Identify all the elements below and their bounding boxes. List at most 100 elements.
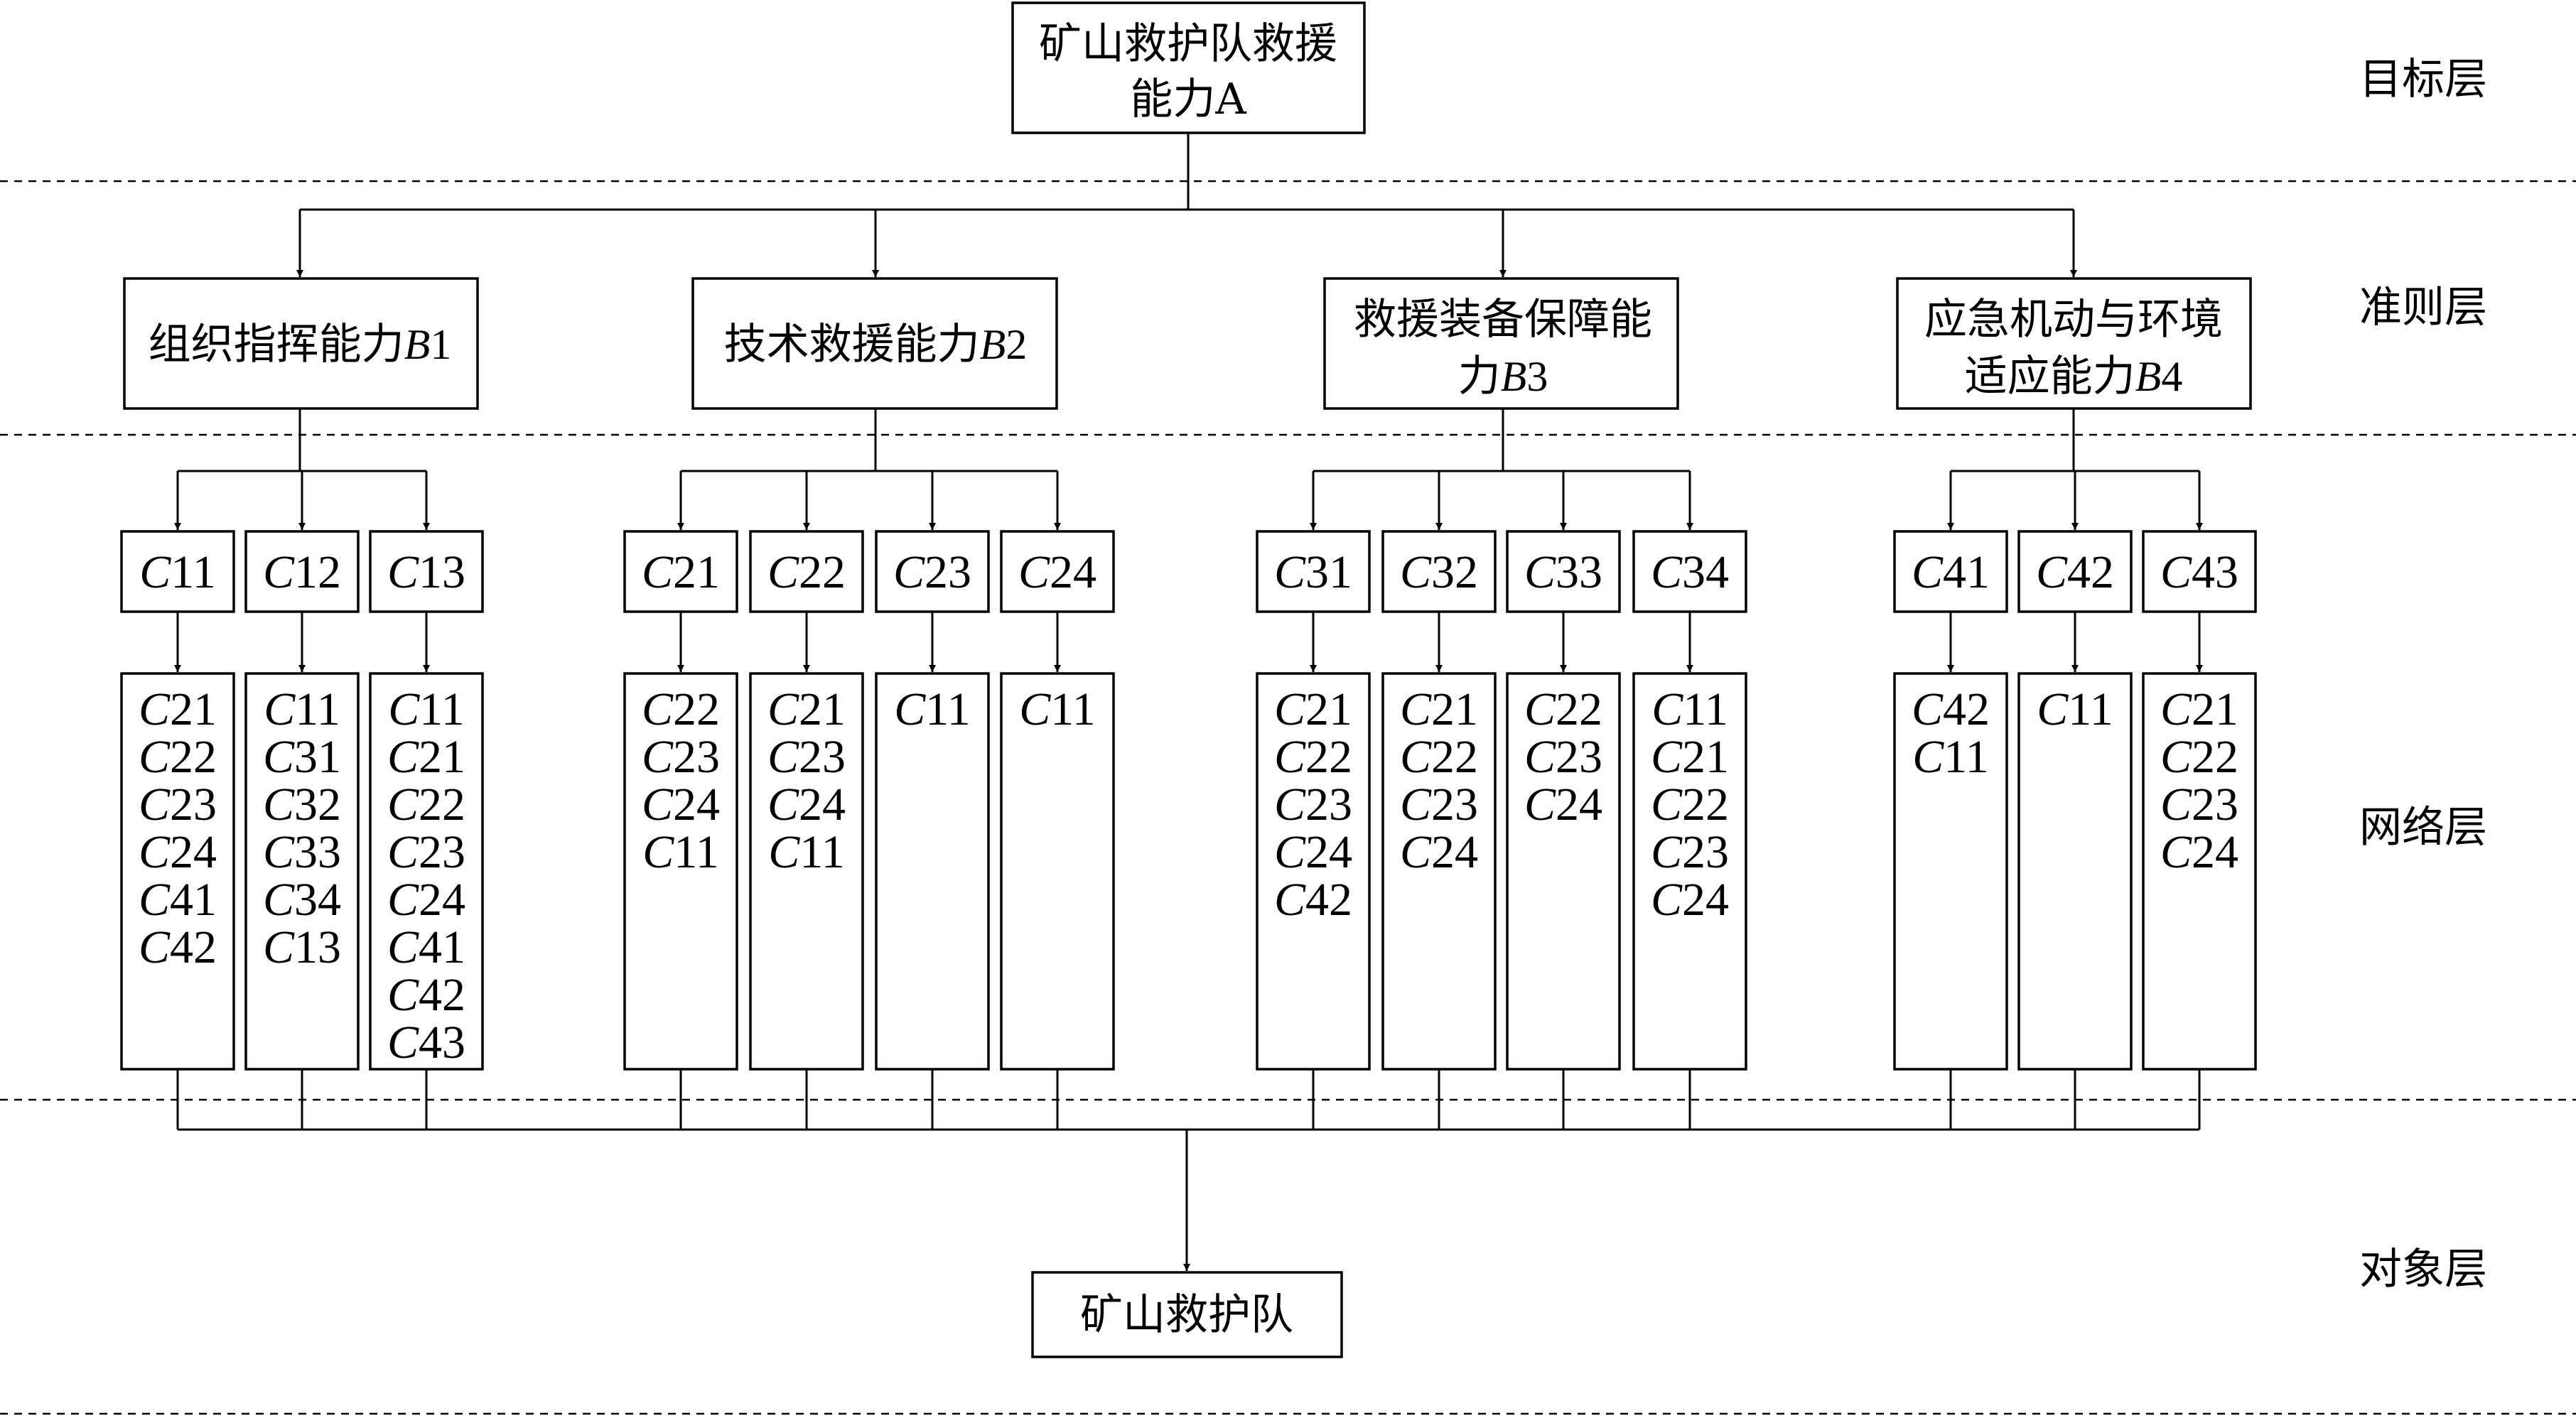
relation-item: C24 [387,874,465,926]
relation-item: C24 [139,826,217,878]
criteria-node-b2: 技术救援能力B2 [691,277,1058,410]
relation-item: C24 [642,779,720,830]
relation-item: C22 [1651,779,1729,830]
relation-number: 21 [2192,683,2238,735]
relation-letter: C [1524,683,1556,735]
indicator-label: C23 [893,546,971,598]
relation-item: C42 [1274,874,1352,926]
relation-item: C11 [1019,683,1096,735]
relation-letter: C [387,826,419,878]
relation-number: 22 [1305,731,1352,783]
relation-letter: C [139,779,171,830]
relation-number: 11 [419,683,465,735]
relation-number: 24 [1305,826,1352,878]
relation-letter: C [139,874,171,926]
relation-number: 42 [1305,874,1352,926]
indicator-number: 32 [1431,546,1478,598]
indicator-label: C32 [1400,546,1478,598]
relation-letter: C [767,731,799,783]
relation-letter: C [1400,826,1432,878]
relations-box [1893,672,2008,1071]
indicator-letter: C [1912,546,1944,598]
relation-letter: C [1651,874,1683,926]
relation-item: C11 [264,683,340,735]
relation-number: 22 [419,779,465,830]
indicator-letter: C [767,546,799,598]
relation-item: C24 [2160,826,2238,878]
relation-item: C23 [139,779,217,830]
relation-item: C11 [894,683,971,735]
indicator-number: 22 [799,546,846,598]
indicator-label: C42 [2036,546,2114,598]
relation-number: 23 [1682,826,1729,878]
relation-letter: C [2160,731,2192,783]
relation-item: C24 [767,779,846,830]
relation-letter: C [1651,683,1683,735]
relations-box [623,672,738,1071]
indicator-letter: C [642,546,674,598]
relation-item: C24 [1651,874,1729,926]
indicator-label: C21 [642,546,720,598]
relation-number: 33 [294,826,341,878]
relation-letter: C [1019,683,1051,735]
relation-number: 23 [673,731,720,783]
relation-item: C21 [2160,683,2238,735]
indicator-nodes: C11C21C22C23C24C41C42C12C11C31C32C33C34C… [120,530,2257,1130]
relation-number: 22 [2192,731,2238,783]
criteria-line-2: 适应能力B4 [1965,352,2183,401]
relation-number: 32 [294,779,341,830]
indicator-box [1381,530,1497,613]
relation-number: 11 [674,826,719,878]
criteria-line-1: 技术救援能力B2 [724,320,1028,369]
connectors [174,133,2203,1271]
relation-number: 22 [1431,731,1478,783]
relation-number: 42 [419,969,465,1021]
indicator-label: C13 [387,546,465,598]
relation-number: 41 [419,921,465,973]
relation-letter: C [264,683,296,735]
goal-line-2: 能力A [1130,75,1246,124]
relation-letter: C [1274,683,1306,735]
relation-number: 34 [294,874,341,926]
relation-number: 24 [2192,826,2238,878]
indicator-label: C33 [1524,546,1602,598]
relation-number: 22 [1556,683,1602,735]
relation-item: C23 [1274,779,1352,830]
relation-item: C24 [1524,779,1602,830]
indicator-label: C43 [2160,546,2238,598]
indicator-number: 12 [294,546,341,598]
relation-letter: C [263,779,295,830]
relation-letter: C [1651,731,1683,783]
indicator-box [244,530,360,613]
indicator-label: C11 [139,546,216,598]
indicator-number: 23 [925,546,971,598]
criteria-line-1: 应急机动与环境 [1924,295,2223,345]
indicator-label: C31 [1274,546,1352,598]
relation-item: C32 [263,779,341,830]
indicator-letter: C [387,546,419,598]
indicator-letter: C [139,546,171,598]
relation-letter: C [139,826,171,878]
layer-label-criteria: 准则层 [2359,283,2487,332]
relation-number: 23 [1556,731,1602,783]
relations-box [1506,672,1621,1071]
relation-letter: C [1400,779,1432,830]
criteria-box [1323,277,1679,410]
relation-number: 23 [1431,779,1478,830]
indicator-label: C34 [1651,546,1729,598]
indicator-label: C22 [767,546,846,598]
relation-item: C24 [1400,826,1478,878]
relation-number: 24 [1682,874,1729,926]
relation-number: 24 [1556,779,1602,830]
relation-item: C22 [387,779,465,830]
relations-box [1000,672,1115,1071]
criteria-node-b1: 组织指挥能力B1 [123,277,479,410]
indicator-box [369,530,484,613]
goal-box [1011,1,1366,134]
relation-letter: C [1274,874,1306,926]
indicator-number: 13 [419,546,465,598]
relation-item: C11 [1912,731,1989,783]
